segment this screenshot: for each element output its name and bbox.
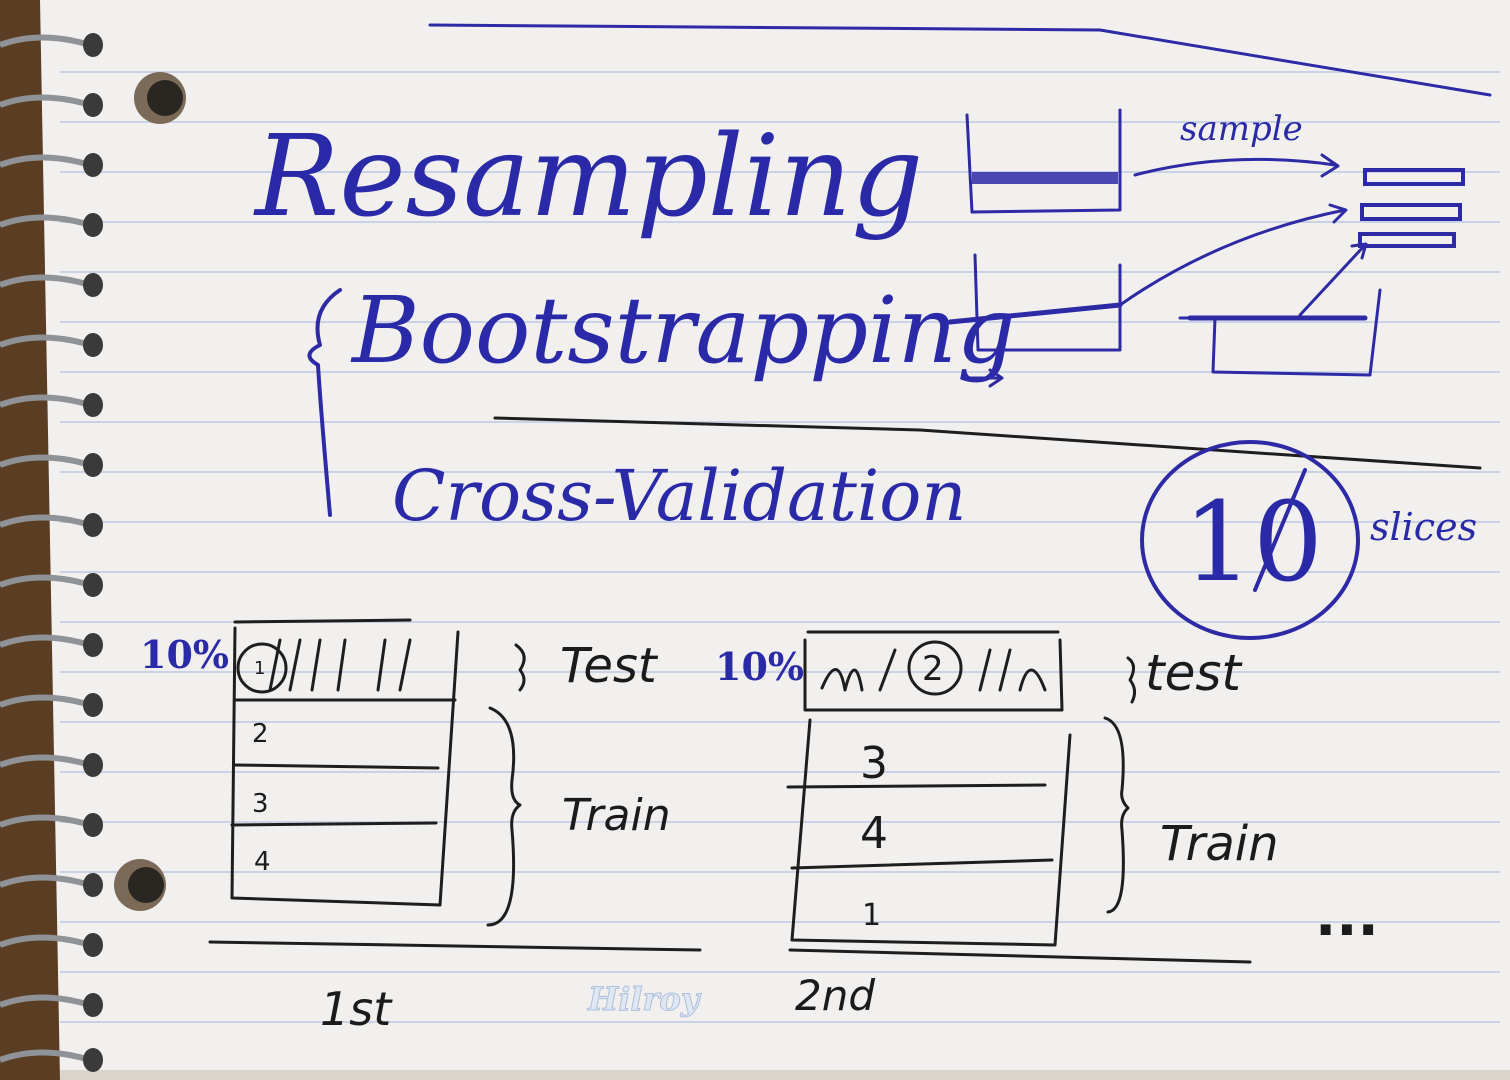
fold-2-row-2: 3 (860, 738, 888, 789)
fold-2-percent: 10% (715, 644, 804, 689)
fold-2-train-brace (1103, 716, 1130, 914)
fold-1-test-brace (514, 643, 526, 692)
fold-1-train-brace (486, 706, 522, 927)
fold-1-table (230, 618, 460, 907)
fold-2-row-1: 2 (922, 649, 944, 689)
fold-1-train-label: Train (562, 790, 671, 841)
fold-2-underline (788, 948, 1252, 964)
paper-sheet (40, 0, 1510, 1080)
fold-2-caption: 2nd (795, 971, 875, 1020)
spiral-binding (0, 33, 103, 1072)
fold-1-percent: 10% (140, 632, 229, 677)
notebook-brand: Hilroy (587, 980, 702, 1018)
fold-1-row-3: 3 (252, 789, 269, 819)
top-heading-line (428, 23, 1492, 97)
ruled-lines (60, 71, 1500, 1023)
bootstrap-diagram (947, 108, 1465, 377)
title-resampling: Resampling (253, 112, 923, 242)
paper-bottom-shadow (60, 1070, 1510, 1080)
bootstrap-arrow-small (963, 368, 1004, 388)
fold-1-underline (208, 940, 702, 952)
folds-label: slices (1370, 505, 1477, 549)
fold-1-caption: 1st (320, 982, 393, 1036)
ellipsis: ... (1315, 884, 1379, 949)
section-divider (493, 416, 1482, 470)
fold-2-row-3: 4 (860, 808, 888, 859)
method-cross-validation: Cross-Validation (392, 455, 967, 537)
fold-2-row-4: 1 (862, 898, 881, 933)
bootstrap-arrow-label: sample (1180, 109, 1303, 149)
fold-1-row-1: 1 (254, 658, 265, 679)
fold-1-test-label: Test (560, 638, 659, 694)
fold-2-table (786, 630, 1072, 947)
folds-circle (1140, 440, 1360, 640)
folds-count: 10 (1183, 478, 1323, 606)
method-bootstrapping: Bootstrapping (350, 277, 1016, 384)
brace-left (307, 288, 342, 517)
punch-hole-bottom-inner (128, 867, 164, 903)
fold-2-test-brace (1126, 656, 1137, 704)
fold-2-train-label: Train (1160, 816, 1279, 872)
slash-through-zero (1253, 468, 1307, 592)
punch-hole-top-inner (147, 80, 183, 116)
fold-2-test-label: test (1145, 644, 1243, 702)
fold-1-row-2: 2 (252, 719, 269, 749)
fold-1-row-4: 4 (254, 847, 271, 877)
